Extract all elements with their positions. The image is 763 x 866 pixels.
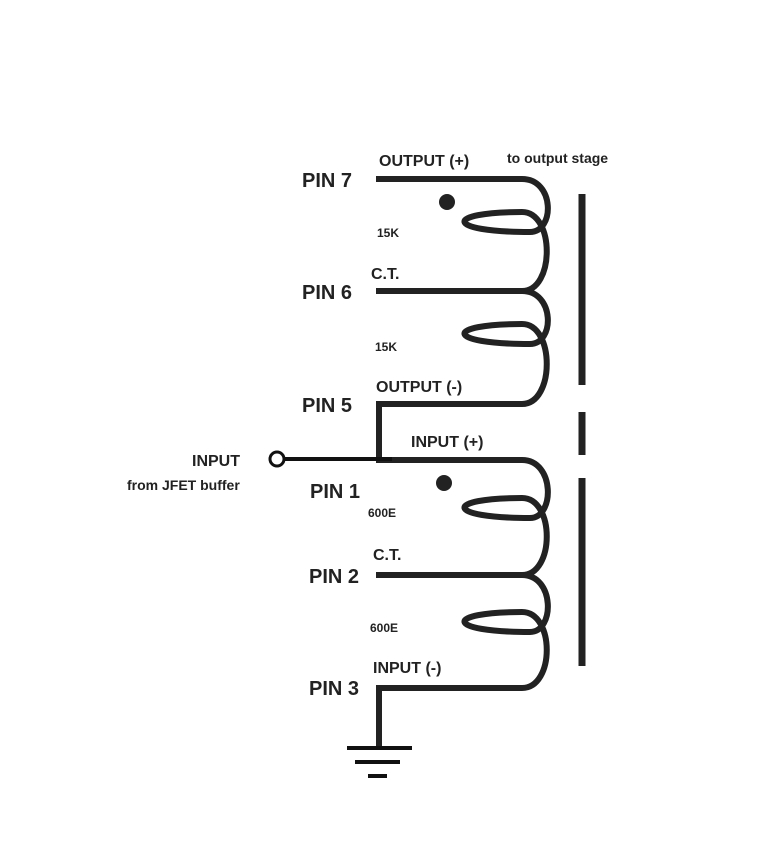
input-winding xyxy=(376,457,551,691)
pin3-label: PIN 3 xyxy=(309,678,359,700)
input-polarity-dot xyxy=(436,475,452,491)
input-upper-value: 600E xyxy=(368,506,396,520)
output-ct-label: C.T. xyxy=(371,266,399,283)
output-stage-note: to output stage xyxy=(507,150,608,166)
pin6-label: PIN 6 xyxy=(302,282,352,304)
input-minus-label: INPUT (-) xyxy=(373,660,441,677)
input-coil-lower xyxy=(461,572,551,691)
output-winding xyxy=(376,176,551,407)
output-coil-upper xyxy=(461,176,551,294)
pin1-label: PIN 1 xyxy=(310,481,360,503)
output-coil-lower xyxy=(461,288,551,407)
output-lower-value: 15K xyxy=(375,340,397,354)
output-minus-label: OUTPUT (-) xyxy=(376,379,462,396)
pin5-label: PIN 5 xyxy=(302,395,352,417)
output-polarity-dot xyxy=(439,194,455,210)
input-ct-label: C.T. xyxy=(373,547,401,564)
pin2-label: PIN 2 xyxy=(309,566,359,588)
output-upper-value: 15K xyxy=(377,226,399,240)
pin7-label: PIN 7 xyxy=(302,170,352,192)
ground-icon xyxy=(347,688,412,778)
output-plus-label: OUTPUT (+) xyxy=(379,153,469,170)
input-terminal-label: INPUT xyxy=(192,453,240,470)
input-lower-value: 600E xyxy=(370,621,398,635)
input-terminal-icon xyxy=(268,450,286,468)
input-coil-upper xyxy=(461,457,551,578)
input-source-label: from JFET buffer xyxy=(127,477,240,493)
input-plus-label: INPUT (+) xyxy=(411,434,483,451)
